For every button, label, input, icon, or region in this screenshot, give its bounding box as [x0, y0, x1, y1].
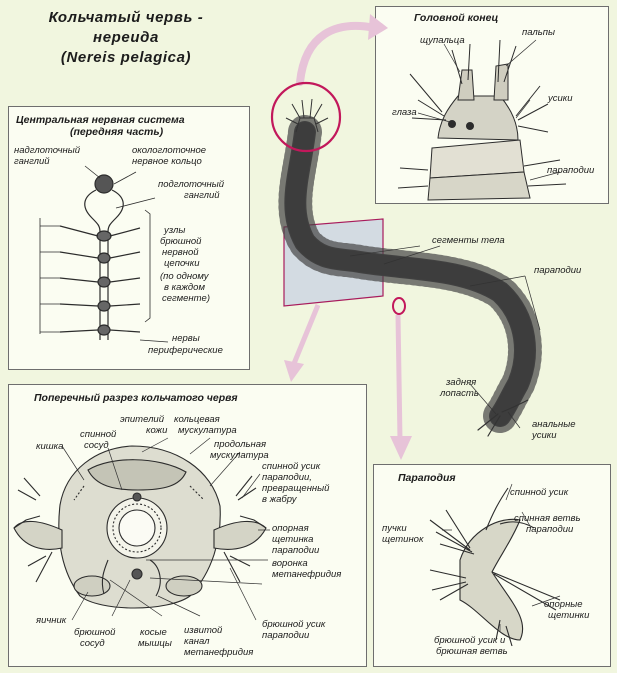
- main-title: Кольчатый червь - нереида (Nereis pelagi…: [10, 8, 242, 68]
- label-chain-2: брюшной: [160, 236, 202, 247]
- arrow-to-parapod: [395, 314, 403, 441]
- label-intestine: кишка: [36, 441, 64, 452]
- label-ventral-branch-1: брюшной усик и: [434, 635, 506, 646]
- label-parapod-dorsal-cirrus: спинной усик: [510, 487, 569, 498]
- label-periesophageal-2: нервное кольцо: [132, 156, 202, 167]
- label-tentacles: щупальца: [420, 35, 465, 46]
- label-dorsal-cirrus-3: превращенный: [262, 483, 330, 494]
- arrow-to-section: [290, 304, 321, 367]
- label-ovary: яичник: [36, 615, 67, 626]
- label-funnel-2: метанефридия: [272, 569, 342, 580]
- label-supraesophageal-2: ганглий: [14, 156, 50, 167]
- cns-panel: [8, 106, 250, 370]
- label-support-bristle-3: параподии: [272, 545, 320, 556]
- label-oblique-muscle-2: мышцы: [138, 638, 172, 649]
- worm-head-small: [285, 98, 329, 133]
- label-rear-lobe-1: задняя: [446, 377, 477, 388]
- label-ventral-branch-2: брюшная ветвь: [436, 646, 508, 657]
- label-head-parapodia: параподии: [547, 165, 595, 176]
- arrowhead-parapod: [390, 436, 412, 460]
- label-epithelium-2: кожи: [146, 425, 168, 436]
- label-canal-3: метанефридия: [184, 647, 254, 658]
- label-anal-cirri-1: анальные: [532, 419, 576, 430]
- label-dorsal-vessel-2: сосуд: [84, 440, 109, 451]
- label-body-parapodia: параподии: [534, 265, 582, 276]
- label-nerves-2: периферические: [148, 345, 223, 356]
- label-parapod-support-2: щетинки: [548, 610, 590, 621]
- label-long-muscle-2: мускулатура: [210, 450, 269, 461]
- label-dorsal-cirrus-2: параподии,: [262, 472, 312, 483]
- label-ring-muscle-2: мускулатура: [178, 425, 237, 436]
- label-long-muscle-1: продольная: [214, 439, 267, 450]
- label-dorsal-branch-2: параподии: [526, 524, 574, 535]
- label-chain-7: сегменте): [162, 293, 210, 304]
- arrowhead-section: [284, 360, 304, 382]
- label-ventral-cirrus-1: брюшной усик: [262, 619, 326, 630]
- label-subesophageal-2: ганглий: [184, 190, 220, 201]
- label-chain-4: цепочки: [164, 258, 200, 269]
- label-chain-1: узлы: [164, 225, 186, 236]
- label-body-segments: сегменты тела: [432, 235, 505, 246]
- label-supraesophageal-1: надглоточный: [14, 145, 81, 156]
- label-antennae: усики: [548, 93, 573, 104]
- label-dorsal-cirrus-1: спинной усик: [262, 461, 321, 472]
- label-dorsal-cirrus-4: в жабру: [262, 494, 297, 505]
- head-detail: [397, 39, 567, 201]
- label-subesophageal-1: подглоточный: [158, 179, 225, 190]
- label-parapod-support-1: опорные: [544, 599, 583, 610]
- arrowhead-head: [368, 14, 388, 40]
- title-line-1: Кольчатый червь -: [48, 9, 204, 26]
- label-funnel-1: воронка: [272, 558, 308, 569]
- title-line-3: (Nereis pelagica): [60, 49, 192, 66]
- label-periesophageal-1: окологлоточное: [132, 145, 207, 156]
- label-nerves-1: нервы: [172, 333, 200, 344]
- label-palps: пальпы: [522, 27, 555, 38]
- head-panel-title: Головной конец: [414, 12, 499, 24]
- parapod-panel-title: Параподия: [398, 472, 456, 484]
- label-rear-lobe-2: лопасть: [440, 388, 479, 399]
- worm-body: [278, 115, 542, 437]
- parapod-highlight-ring: [392, 297, 406, 315]
- label-dorsal-vessel-1: спинной: [80, 429, 117, 440]
- label-ventral-cirrus-2: параподии: [262, 630, 310, 641]
- parapod-drawing: [429, 487, 561, 647]
- label-canal-1: извитой: [184, 625, 223, 636]
- label-dorsal-branch-1: спинная ветвь: [514, 513, 581, 524]
- label-ventral-vessel-2: сосуд: [80, 638, 105, 649]
- cross-section-drawing: [13, 445, 267, 609]
- title-line-2: нереида: [93, 29, 159, 46]
- label-chain-5: (по одному: [160, 271, 209, 282]
- label-support-bristle-1: опорная: [272, 523, 309, 534]
- label-chain-6: в каждом: [164, 282, 205, 293]
- head-highlight-ring: [270, 81, 342, 153]
- label-chain-3: нервной: [162, 247, 199, 258]
- label-bristle-bundles-1: пучки: [382, 523, 407, 534]
- label-support-bristle-2: щетинка: [272, 534, 314, 545]
- label-ring-muscle-1: кольцевая: [174, 414, 220, 425]
- leader-lines: [61, 39, 561, 632]
- label-anal-cirri-2: усики: [532, 430, 557, 441]
- cns-drawing: [39, 165, 169, 343]
- label-epithelium-1: эпителий: [120, 414, 164, 425]
- label-bristle-bundles-2: щетинок: [382, 534, 424, 545]
- label-eyes: глаза: [392, 107, 417, 118]
- label-ventral-vessel-1: брюшной: [74, 627, 116, 638]
- label-oblique-muscle-1: косые: [140, 627, 167, 638]
- cns-title-line-1: Центральная нервная система: [16, 114, 185, 126]
- arrow-to-head: [296, 21, 379, 86]
- cns-title-line-2: (передняя часть): [70, 126, 164, 138]
- label-canal-2: канал: [184, 636, 210, 647]
- section-panel-title: Поперечный разрез кольчатого червя: [34, 392, 238, 404]
